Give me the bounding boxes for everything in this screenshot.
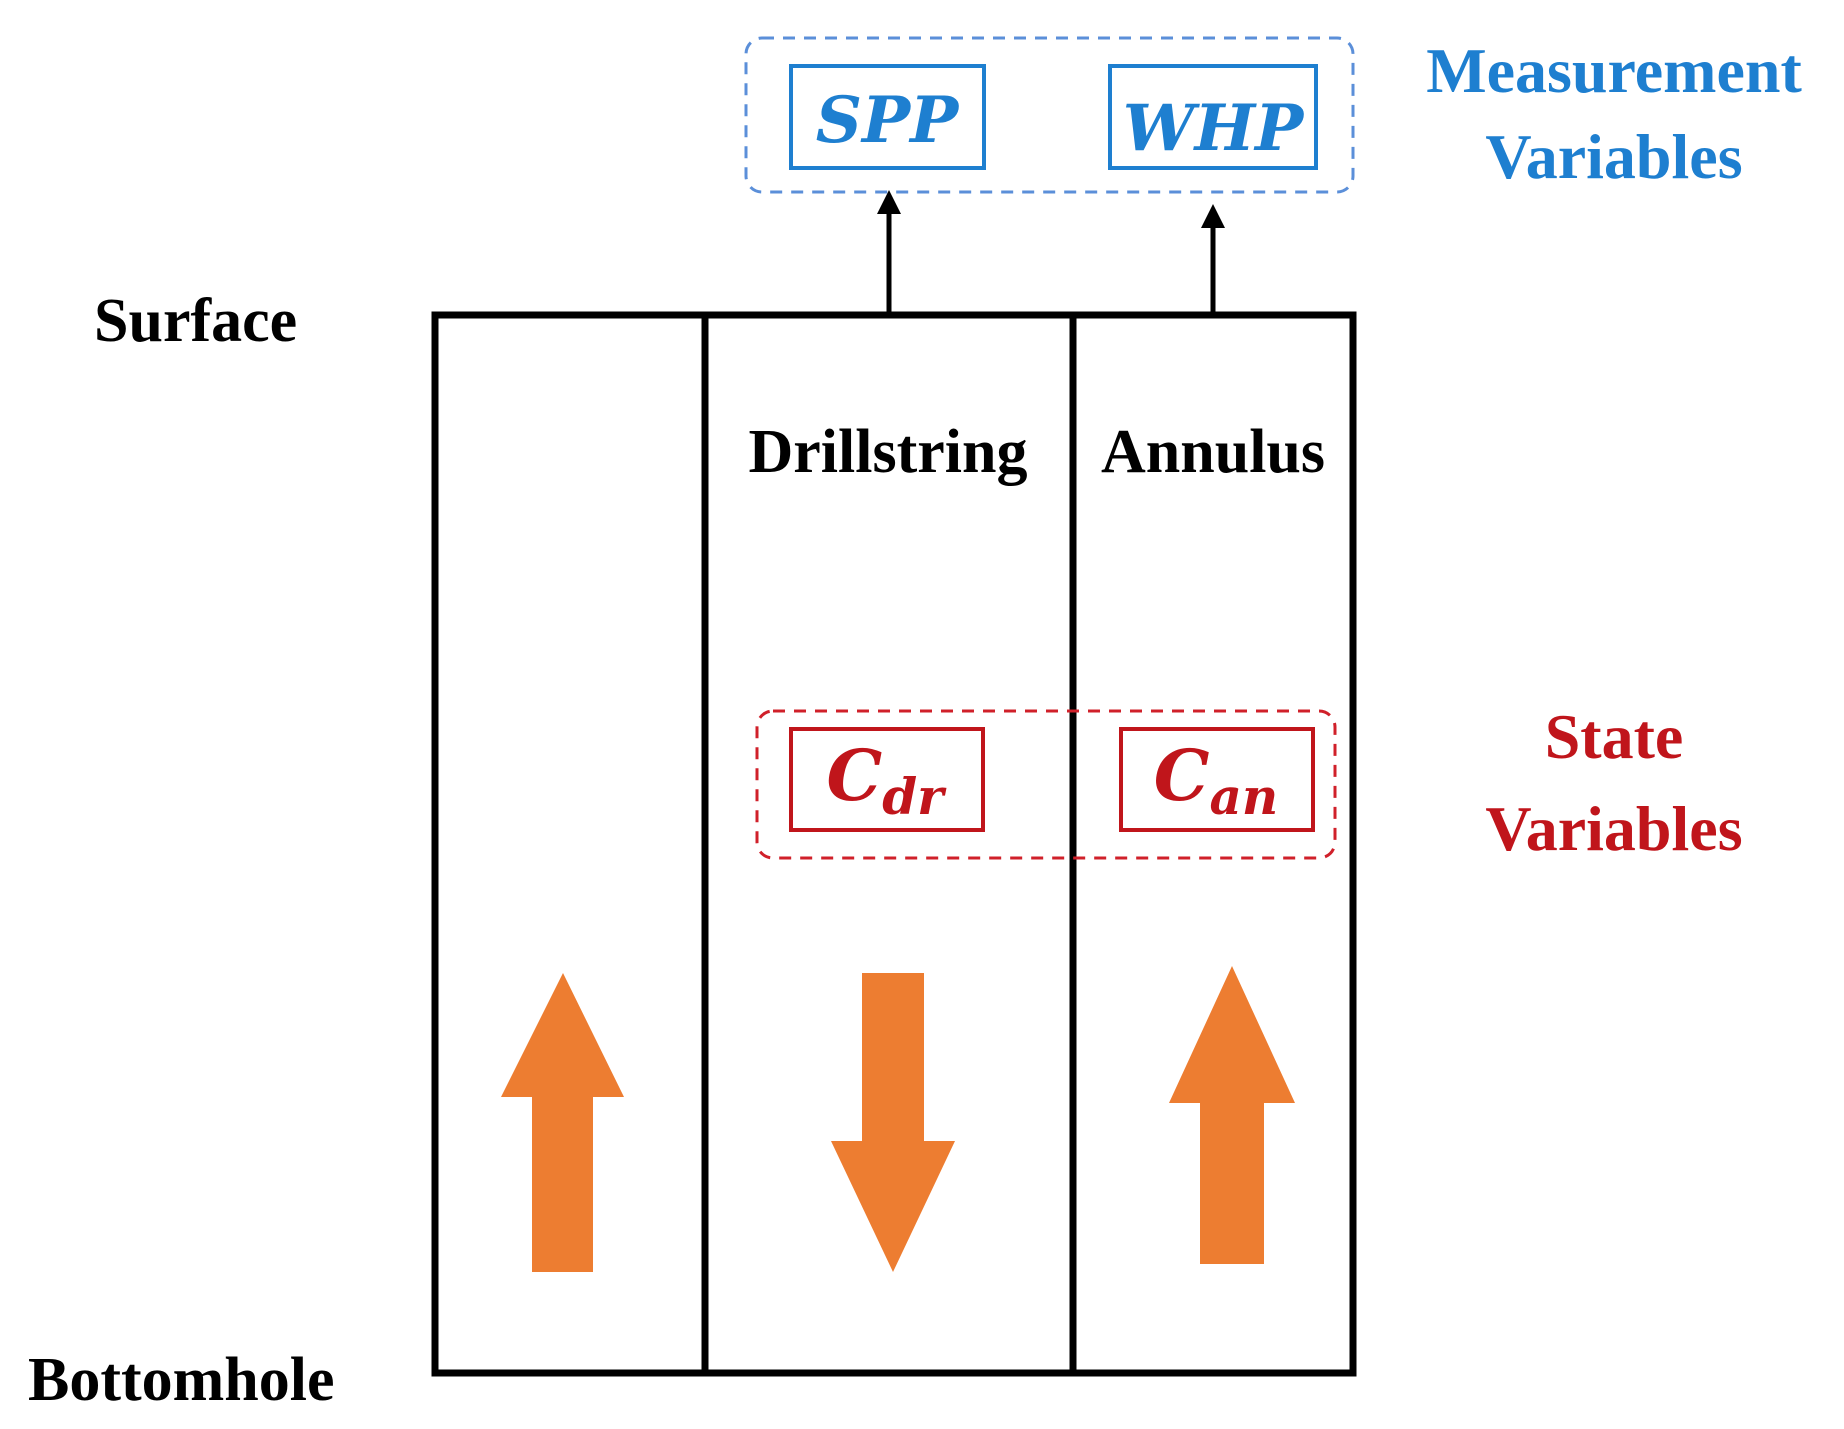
can-variable-subscript: an bbox=[1209, 767, 1278, 826]
annulus-label: Annulus bbox=[1101, 418, 1325, 486]
state-dashed-frame bbox=[755, 709, 1337, 860]
measurement-variables-title-line1: Measurement bbox=[1426, 35, 1802, 106]
flow-arrows bbox=[501, 966, 1295, 1272]
well-body bbox=[431, 311, 1357, 1377]
state-variables-title-line2: Variables bbox=[1485, 793, 1742, 864]
whp-variable: WHP bbox=[1123, 91, 1305, 166]
can-variable: Can bbox=[1154, 734, 1278, 826]
cdr-variable-base: C bbox=[826, 734, 882, 817]
state-variables-group: Cdr Can bbox=[755, 709, 1337, 860]
left-section-up-arrow bbox=[501, 973, 624, 1272]
state-variables-title-line1: State bbox=[1545, 701, 1684, 772]
measurement-arrows bbox=[877, 190, 1225, 315]
spp-arrowhead bbox=[877, 190, 901, 214]
measurement-dashed-frame bbox=[744, 36, 1355, 194]
spp-variable: SPP bbox=[816, 83, 960, 158]
spp-box bbox=[789, 64, 986, 170]
can-box bbox=[1119, 727, 1315, 832]
measurement-variables-group: SPP WHP bbox=[744, 36, 1355, 194]
can-variable-base: C bbox=[1154, 734, 1210, 817]
well-outline bbox=[431, 311, 1357, 1377]
cdr-variable-subscript: dr bbox=[882, 767, 947, 826]
bottomhole-label: Bottomhole bbox=[28, 1346, 335, 1414]
cdr-box bbox=[789, 727, 985, 832]
drillstring-label: Drillstring bbox=[749, 418, 1028, 486]
cdr-variable: Cdr bbox=[826, 734, 947, 826]
surface-label: Surface bbox=[94, 287, 297, 355]
whp-arrowhead bbox=[1201, 204, 1225, 228]
measurement-variables-title-line2: Variables bbox=[1485, 121, 1742, 192]
whp-box bbox=[1108, 64, 1318, 170]
annulus-up-arrow bbox=[1169, 966, 1295, 1264]
drillstring-down-arrow bbox=[831, 973, 955, 1272]
